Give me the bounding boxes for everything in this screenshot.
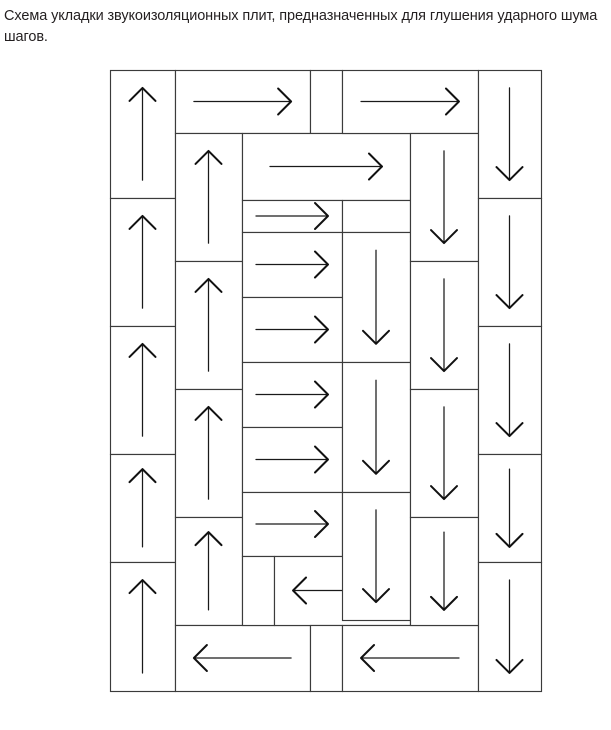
arrow-right-head-icon (277, 87, 293, 116)
arrow-down-head-icon (495, 658, 524, 674)
arrow-right-head-icon (314, 315, 329, 344)
tile-t25-down (341, 231, 412, 364)
tile-t30-down (409, 260, 480, 391)
tile-t16-right (241, 296, 344, 364)
tile-t9-up (174, 388, 244, 519)
arrow-down-head-icon (362, 588, 390, 604)
arrow-right-head-icon (314, 510, 329, 538)
tile-t10-up (174, 516, 244, 627)
tile-t8-up (174, 260, 244, 391)
arrow-down-head-icon (495, 294, 524, 310)
tile-t5-up (109, 561, 177, 693)
arrow-down-head-icon (430, 357, 458, 373)
tile-t6-right (174, 69, 312, 135)
tile-t20 (241, 555, 276, 627)
tile-t26-down (341, 361, 412, 494)
tile-t32-down (409, 516, 480, 627)
arrow-right-head-icon (314, 250, 329, 279)
arrow-down-head-icon (495, 166, 524, 182)
arrow-right-head-icon (368, 152, 383, 181)
arrow-up-head-icon (194, 149, 223, 165)
arrow-left-head-icon (360, 644, 376, 672)
tiles-layer (109, 69, 543, 693)
arrow-up-head-icon (194, 531, 223, 547)
tile-t35-down (477, 325, 543, 456)
tile-t1-up (109, 69, 177, 200)
arrow-up-head-icon (128, 214, 157, 230)
tile-t11-left (174, 624, 312, 693)
arrow-up-head-icon (194, 405, 223, 421)
tile-t18-right (241, 426, 344, 494)
tile-rect (241, 555, 276, 627)
arrow-down-head-icon (430, 595, 458, 611)
arrow-right-head-icon (314, 380, 329, 409)
arrow-left-head-icon (292, 576, 308, 605)
tile-rect (341, 199, 412, 234)
arrow-right-head-icon (314, 202, 329, 230)
tile-t4-up (109, 453, 177, 564)
tile-t13-right (241, 132, 412, 202)
arrow-down-head-icon (362, 329, 390, 345)
tile-t31-down (409, 388, 480, 519)
tile-rect (309, 624, 344, 693)
tile-t23-right (341, 69, 480, 135)
arrow-down-head-icon (495, 422, 524, 438)
tile-t33-down (477, 69, 543, 200)
tile-t15-right (241, 231, 344, 299)
tile-t36-down (477, 453, 543, 564)
arrow-up-head-icon (128, 342, 157, 358)
tile-rect (309, 69, 344, 135)
arrow-up-head-icon (128, 579, 157, 595)
arrow-right-head-icon (314, 445, 329, 474)
tile-t37-down (477, 561, 543, 693)
arrow-right-head-icon (444, 87, 460, 116)
tile-t14-right (241, 199, 344, 234)
arrow-down-head-icon (495, 532, 524, 548)
arrow-down-head-icon (362, 459, 390, 475)
tile-t34-down (477, 197, 543, 328)
tile-t19-right (241, 491, 344, 558)
tile-t28-left (341, 624, 480, 693)
tile-t12 (309, 69, 344, 135)
tile-t27-down (341, 491, 412, 622)
arrow-up-head-icon (128, 468, 157, 484)
tile-t7-up (174, 132, 244, 263)
tile-t29-down (409, 132, 480, 263)
arrow-left-head-icon (192, 644, 208, 672)
arrow-up-head-icon (194, 277, 223, 293)
tile-t2-up (109, 197, 177, 328)
arrow-up-head-icon (128, 86, 157, 102)
tile-t3-up (109, 325, 177, 456)
tile-t22 (309, 624, 344, 693)
diagram-caption: Схема укладки звукоизоляционных плит, пр… (4, 8, 598, 45)
tile-t17-right (241, 361, 344, 429)
arrow-down-head-icon (430, 485, 458, 501)
tile-t24 (341, 199, 412, 234)
arrow-down-head-icon (430, 229, 458, 245)
